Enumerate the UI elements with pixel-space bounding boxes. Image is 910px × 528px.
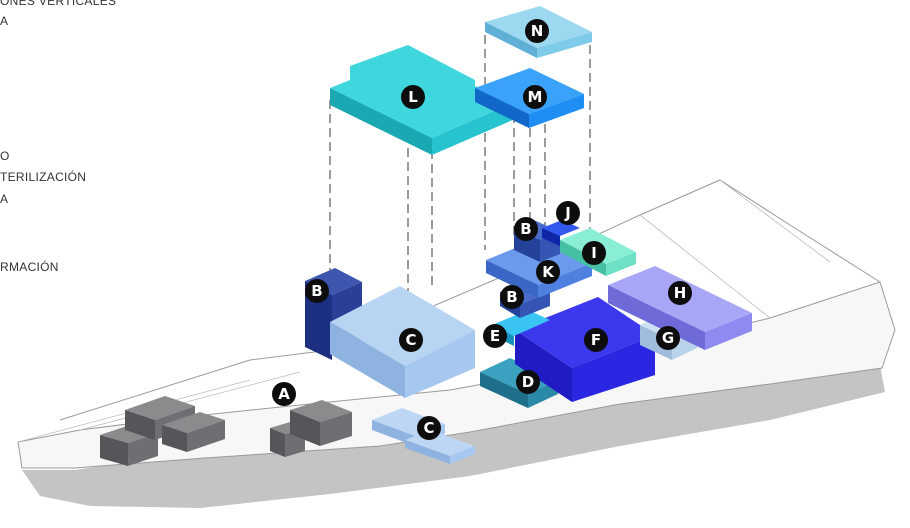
marker-f: F [584, 328, 608, 352]
marker-a: A [272, 382, 296, 406]
svg-text:F: F [591, 331, 601, 349]
block-c-main [330, 286, 475, 398]
legend-item-6: RMACIÓN [0, 260, 59, 274]
svg-text:C: C [423, 419, 434, 437]
marker-b-middle: B [500, 285, 524, 309]
existing-buildings [100, 396, 352, 466]
marker-l: L [401, 85, 425, 109]
svg-text:B: B [520, 220, 531, 238]
marker-m: M [523, 85, 547, 109]
legend-item-1: ONES VERTICALES [0, 0, 117, 8]
svg-text:B: B [506, 288, 517, 306]
projection-lines [329, 35, 591, 300]
marker-n: N [525, 19, 549, 43]
svg-text:D: D [522, 373, 534, 391]
marker-g: G [656, 326, 680, 350]
marker-e: E [483, 324, 507, 348]
svg-text:I: I [591, 244, 597, 262]
marker-j: J [556, 201, 580, 225]
svg-text:N: N [531, 22, 544, 40]
svg-text:H: H [674, 284, 687, 302]
legend-item-4: TERILIZACIÓN [0, 170, 87, 184]
svg-text:K: K [542, 263, 555, 281]
svg-text:E: E [490, 327, 500, 345]
svg-text:C: C [405, 331, 416, 349]
marker-c-main: C [399, 328, 423, 352]
svg-text:M: M [528, 88, 543, 106]
ground-plot [17, 281, 896, 469]
marker-b-left: B [305, 279, 329, 303]
svg-text:J: J [564, 204, 571, 222]
svg-text:A: A [278, 385, 290, 403]
block-f [515, 297, 655, 402]
marker-i: I [582, 241, 606, 265]
svg-text:G: G [662, 329, 674, 347]
marker-k: K [536, 260, 560, 284]
marker-d: D [516, 370, 540, 394]
svg-text:B: B [311, 282, 322, 300]
marker-h: H [668, 281, 692, 305]
marker-b-upper: B [514, 217, 538, 241]
ground-shadow [22, 365, 885, 508]
marker-c-small: C [417, 416, 441, 440]
legend-item-2: A [0, 14, 9, 28]
svg-text:L: L [408, 88, 418, 106]
legend-item-3: O [0, 149, 10, 163]
legend-item-5: A [0, 192, 9, 206]
